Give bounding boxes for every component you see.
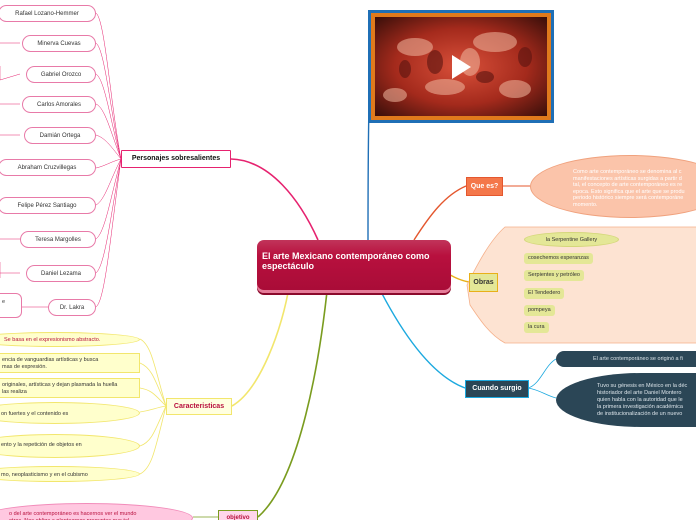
obra-item[interactable]: El Tendedero <box>524 288 565 299</box>
topic-cuando-surgio-label: Cuando surgio <box>472 385 522 392</box>
topic-cuando-surgio[interactable]: Cuando surgio <box>465 380 529 398</box>
obra-item[interactable]: pompeya <box>524 305 555 316</box>
person-node[interactable]: Abraham Cruzvillegas <box>0 159 96 176</box>
branch-line-caracteristicas <box>231 281 291 407</box>
topic-personajes[interactable]: Personajes sobresalientes <box>121 150 231 168</box>
person-node[interactable]: Teresa Margolles <box>20 231 96 248</box>
topic-caracteristicas-label: Caracteristicas <box>173 403 225 410</box>
video-thumbnail[interactable] <box>368 10 554 123</box>
person-node[interactable]: Gabriel Orozco <box>26 66 96 83</box>
person-node[interactable]: Rafael Lozano-Hemmer <box>0 5 96 22</box>
caracteristica-item[interactable]: mo, neoplasticismo y en el cubismo <box>0 466 140 482</box>
que-es-description[interactable]: Como arte contemporáneo se denomina al c… <box>530 155 696 218</box>
caracteristica-item[interactable]: originales, artísticas y dejan plasmada … <box>0 378 140 398</box>
topic-que-es[interactable]: Que es? <box>466 177 503 196</box>
topic-obras[interactable]: Obras <box>469 273 498 292</box>
person-node[interactable]: Carlos Amorales <box>22 96 96 113</box>
person-node[interactable]: Daniel Lezama <box>26 265 96 282</box>
branch-line-objetivo <box>257 281 329 518</box>
obra-item[interactable]: cosechemos esperanzas <box>524 253 593 264</box>
obra-item[interactable]: la Serpentine Gallery <box>524 232 619 247</box>
play-icon[interactable] <box>450 54 472 80</box>
topic-obras-label: Obras <box>473 279 494 286</box>
topic-que-es-label: Que es? <box>470 183 499 190</box>
branch-line-que-es <box>413 185 467 241</box>
person-node[interactable]: Felipe Pérez Santiago <box>0 197 96 214</box>
person-node[interactable]: Minerva Cuevas <box>22 35 96 52</box>
topic-objetivo-label: objetivo <box>226 515 250 520</box>
person-node[interactable]: Dr. Lakra <box>48 299 96 316</box>
caracteristica-item[interactable]: Se basa en el expresionismo abstracto. <box>0 332 140 347</box>
topic-caracteristicas[interactable]: Caracteristicas <box>166 398 232 415</box>
person-node[interactable]: Damián Ortega <box>24 127 96 144</box>
obra-item[interactable]: Serpientes y petróleo <box>524 270 584 281</box>
collapsed-subnode[interactable]: e <box>0 293 22 318</box>
caracteristica-item[interactable]: ento y la repetición de objetos en <box>0 434 140 458</box>
topic-objetivo[interactable]: objetivo <box>218 510 258 520</box>
topic-personajes-label: Personajes sobresalientes <box>131 155 221 162</box>
cuando-detail-1[interactable]: El arte contemporáneo se originó a fi <box>556 351 696 367</box>
central-topic[interactable]: El arte Mexicano contemporáneo como espe… <box>257 240 451 293</box>
central-topic-title: El arte Mexicano contemporáneo como espe… <box>262 251 430 271</box>
branch-line-personajes <box>230 158 319 241</box>
branch-line-cuando <box>375 281 466 389</box>
obra-item[interactable]: la cura <box>524 322 549 333</box>
caracteristica-item[interactable]: on fuertes y el contenido es <box>0 402 140 424</box>
